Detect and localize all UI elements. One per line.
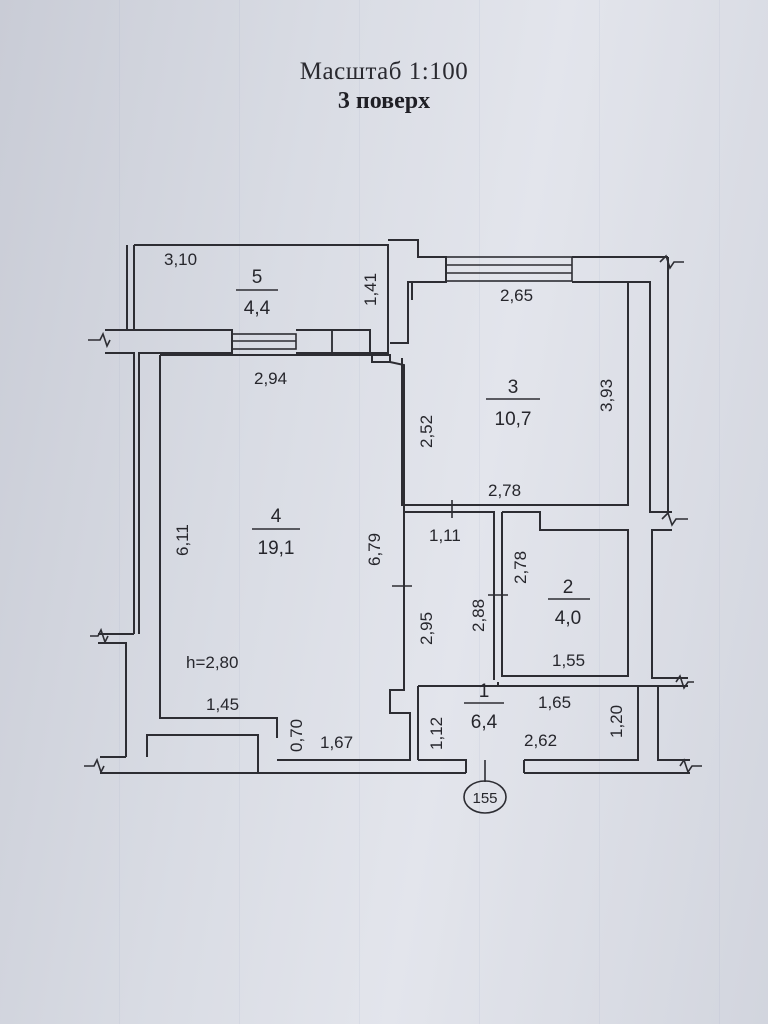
dim-room1-right: 1,20 xyxy=(607,705,626,738)
room-3-number: 3 xyxy=(508,377,519,398)
break-marks xyxy=(84,254,702,775)
dim-room1-left: 1,12 xyxy=(427,717,446,750)
room-4-number: 4 xyxy=(271,506,282,527)
dim-recess-width: 1,67 xyxy=(320,733,353,752)
balcony-walls xyxy=(126,244,389,330)
dim-room1-bottom: 2,62 xyxy=(524,731,557,750)
dim-balcony-width: 3,10 xyxy=(164,250,197,269)
dim-room4-top: 2,94 xyxy=(254,369,287,388)
room-1-area: 6,4 xyxy=(471,712,498,733)
room-2-area: 4,0 xyxy=(555,608,581,629)
room-1-number: 1 xyxy=(479,681,490,702)
dim-room3-right: 3,93 xyxy=(597,379,616,412)
window-room3 xyxy=(445,256,573,282)
dim-recess-depth: 0,70 xyxy=(287,719,306,752)
floor-title: 3 поверх xyxy=(337,88,431,114)
room-2-number: 2 xyxy=(563,577,574,598)
dim-room3-bottom: 2,78 xyxy=(488,481,521,500)
stamp-number: 155 xyxy=(472,790,497,807)
room-3-area: 10,7 xyxy=(495,409,532,430)
ceiling-height: h=2,80 xyxy=(186,653,238,672)
scale-title: Масштаб 1:100 xyxy=(299,58,469,85)
dim-corridor-right: 2,88 xyxy=(469,599,488,632)
dim-room1-top: 1,65 xyxy=(538,693,571,712)
room-4-area: 19,1 xyxy=(258,538,295,559)
dim-room2-left: 2,78 xyxy=(511,551,530,584)
dim-room4-left: 6,11 xyxy=(173,524,192,556)
dim-room3-top: 2,65 xyxy=(500,286,533,305)
dim-room3-left: 2,52 xyxy=(417,415,436,448)
room-5-area: 4,4 xyxy=(244,298,271,319)
dim-corridor-width: 1,11 xyxy=(429,526,461,545)
dim-balcony-depth: 1,41 xyxy=(361,273,380,306)
dim-room2-bottom: 1,55 xyxy=(552,651,585,670)
dim-room4-right: 6,79 xyxy=(365,533,384,566)
room-5-number: 5 xyxy=(252,267,263,288)
outer-walls xyxy=(98,239,690,774)
stamp-circle xyxy=(463,780,507,814)
dim-room4-bottom: 1,45 xyxy=(206,695,239,714)
dim-corridor-left: 2,95 xyxy=(417,612,436,645)
